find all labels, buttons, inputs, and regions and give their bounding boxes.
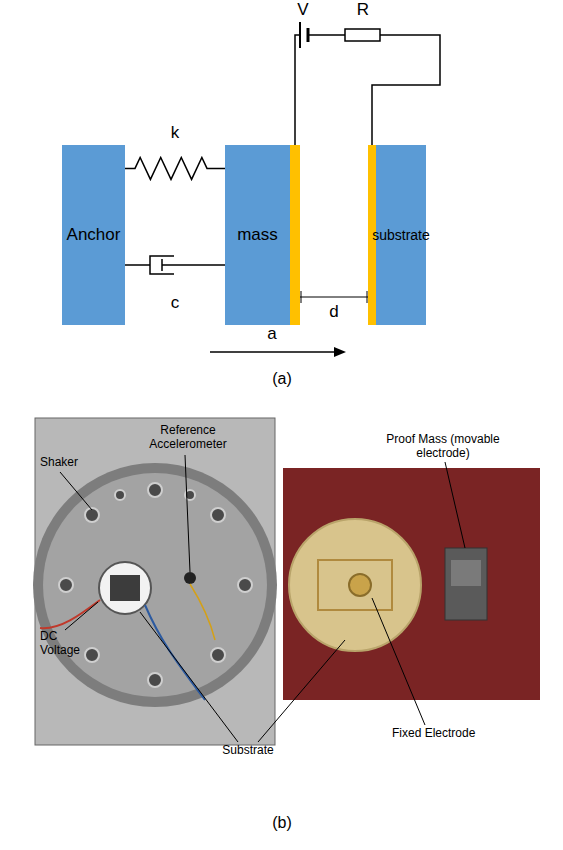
figure-label: Fixed Electrode xyxy=(392,727,475,741)
acceleration-arrow xyxy=(210,351,338,353)
center-pad xyxy=(349,574,371,596)
circuit-wire xyxy=(295,35,440,145)
substrate-block: substrate xyxy=(368,145,426,325)
shaker-plate xyxy=(33,463,277,707)
red-wire xyxy=(40,600,100,628)
figure-label: R xyxy=(357,0,369,20)
damper-symbol xyxy=(125,256,225,274)
leader-lines xyxy=(60,455,465,742)
spring-symbol xyxy=(125,157,225,179)
figure-label: a xyxy=(267,324,276,344)
node-label: Anchor xyxy=(67,225,121,245)
sensor-cable xyxy=(190,584,215,640)
proof-mass-block: mass xyxy=(225,145,300,325)
node-label: substrate xyxy=(372,227,430,243)
battery-symbol xyxy=(299,22,301,48)
figure-label: Proof Mass (movable electrode) xyxy=(382,433,504,461)
anchor-block: Anchor xyxy=(62,145,125,325)
edge-label: c xyxy=(171,293,180,313)
shaker-plate xyxy=(43,473,267,697)
substrate-disc xyxy=(99,562,151,614)
figure-label: Substrate xyxy=(222,744,273,758)
device-photo xyxy=(283,468,540,700)
battery-symbol xyxy=(307,28,310,42)
edge-label: k xyxy=(171,123,180,143)
mounting-holes xyxy=(59,483,252,687)
figure-label: (a) xyxy=(272,370,292,388)
dimension-tick xyxy=(301,291,302,303)
proof-mass-plate xyxy=(451,560,481,586)
figure-label: V xyxy=(297,0,308,20)
figure-label: Reference Accelerometer xyxy=(142,424,234,452)
electrode-trace xyxy=(318,560,392,610)
arrow-head xyxy=(334,347,346,357)
resistor-symbol xyxy=(345,29,380,41)
reference-accelerometer xyxy=(184,572,196,584)
figure-label: (b) xyxy=(272,814,292,832)
proof-mass-photo xyxy=(445,548,487,620)
dimension-line xyxy=(300,297,368,298)
figure-label: DC Voltage xyxy=(40,630,90,658)
sensor-chip xyxy=(110,575,140,601)
figure-label: d xyxy=(329,302,338,322)
fixed-electrode-board xyxy=(289,519,421,651)
figure-label: Shaker xyxy=(40,456,78,470)
node-label: mass xyxy=(237,225,278,245)
